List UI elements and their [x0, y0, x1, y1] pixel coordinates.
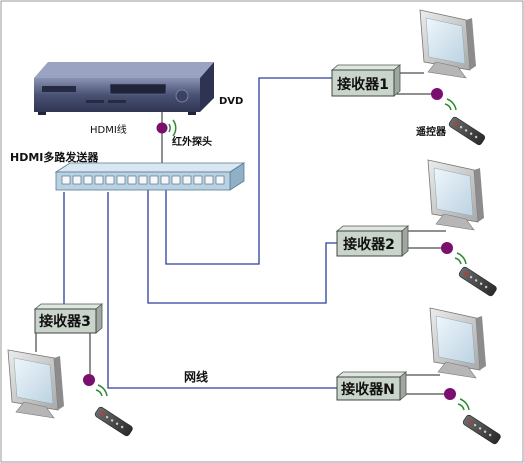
ir-sensor-icon — [83, 374, 108, 397]
network-line-n — [107, 192, 338, 389]
monitor-icon — [427, 159, 484, 231]
receiver-2-box: 接收器2 — [335, 225, 410, 257]
receiver-3-label: 接收器3 — [39, 313, 91, 330]
ir-sensor-icon — [431, 88, 457, 111]
receiver-3-box: 接收器3 — [33, 303, 104, 334]
network-cables — [63, 77, 338, 389]
remote-control-icon — [448, 116, 486, 146]
monitor-icon — [429, 307, 486, 379]
hdmi-cable-label: HDMI线 — [90, 123, 127, 136]
ir-sensor-icon — [441, 242, 467, 265]
dvd-label: DVD — [219, 96, 243, 107]
monitor-icon — [419, 9, 476, 79]
receiver-n-box: 接收器N — [335, 371, 408, 401]
network-line-2 — [147, 190, 338, 304]
network-line-1 — [165, 77, 335, 265]
ir-sensor-icon — [444, 388, 470, 411]
network-cable-label: 网线 — [184, 369, 208, 384]
remote-label: 遥控器 — [416, 125, 447, 138]
ir-sensor-icon — [156, 119, 177, 137]
sender-label: HDMI多路发送器 — [10, 150, 99, 164]
remote-control-icon — [458, 266, 497, 297]
dvd-player-icon — [34, 62, 214, 115]
monitor-icon — [7, 349, 64, 419]
hdmi-sender-box — [54, 162, 246, 191]
receiver-1-label: 接收器1 — [337, 76, 389, 93]
remote-control-icon — [462, 414, 501, 445]
ir-probe-label: 红外探头 — [172, 135, 212, 148]
receiver-2-label: 接收器2 — [343, 236, 395, 253]
receiver-n-label: 接收器N — [341, 381, 395, 398]
remote-control-icon — [94, 406, 133, 437]
receiver-1-box: 接收器1 — [330, 64, 402, 97]
